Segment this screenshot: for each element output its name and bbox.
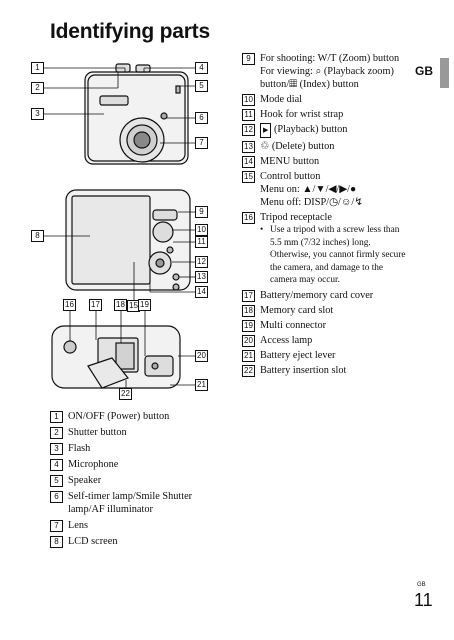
- callout-20: 20: [195, 350, 208, 362]
- callout-5: 5: [195, 80, 208, 92]
- trash-icon: ♲: [260, 141, 270, 152]
- camera-bottom-view: [51, 325, 181, 389]
- callout-9: 9: [195, 206, 208, 218]
- callout-19: 19: [138, 299, 151, 311]
- callout-8: 8: [31, 230, 44, 242]
- list-item-9: 9 For shooting: W/T (Zoom) button For vi…: [242, 52, 412, 91]
- callout-2: 2: [31, 82, 44, 94]
- page-number: 11: [414, 590, 433, 610]
- parts-list-right: 9 For shooting: W/T (Zoom) button For vi…: [242, 52, 412, 379]
- callout-21: 21: [195, 379, 208, 391]
- list-item-15: 15 Control button Menu on: ▲/▼/◀/▶/● Men…: [242, 170, 412, 209]
- callout-18: 18: [114, 299, 127, 311]
- callout-13: 13: [195, 271, 208, 283]
- list-item-13: 13 ♲ (Delete) button: [242, 140, 412, 153]
- callout-17: 17: [89, 299, 102, 311]
- side-tab-bar: [440, 58, 449, 88]
- playback-icon: ▶: [260, 123, 272, 138]
- page-title: Identifying parts: [50, 20, 210, 43]
- callout-10: 10: [195, 224, 208, 236]
- callout-16: 16: [63, 299, 76, 311]
- list-item-12: 12 ▶ (Playback) button: [242, 123, 412, 138]
- callout-6: 6: [195, 112, 208, 124]
- callout-11: 11: [195, 236, 208, 248]
- callout-3: 3: [31, 108, 44, 120]
- list-item-16: 16 Tripod receptacle • Use a tripod with…: [242, 211, 412, 287]
- callout-1: 1: [31, 62, 44, 74]
- camera-front-view: [84, 63, 189, 165]
- callout-12: 12: [195, 256, 208, 268]
- tripod-note: • Use a tripod with a screw less than 5.…: [260, 225, 406, 285]
- callout-14: 14: [195, 286, 208, 298]
- camera-back-view: [65, 189, 191, 291]
- callout-4: 4: [195, 62, 208, 74]
- callout-22: 22: [119, 388, 132, 400]
- page-language-label: GB: [417, 582, 426, 588]
- language-tab: GB: [415, 64, 433, 78]
- callout-7: 7: [195, 137, 208, 149]
